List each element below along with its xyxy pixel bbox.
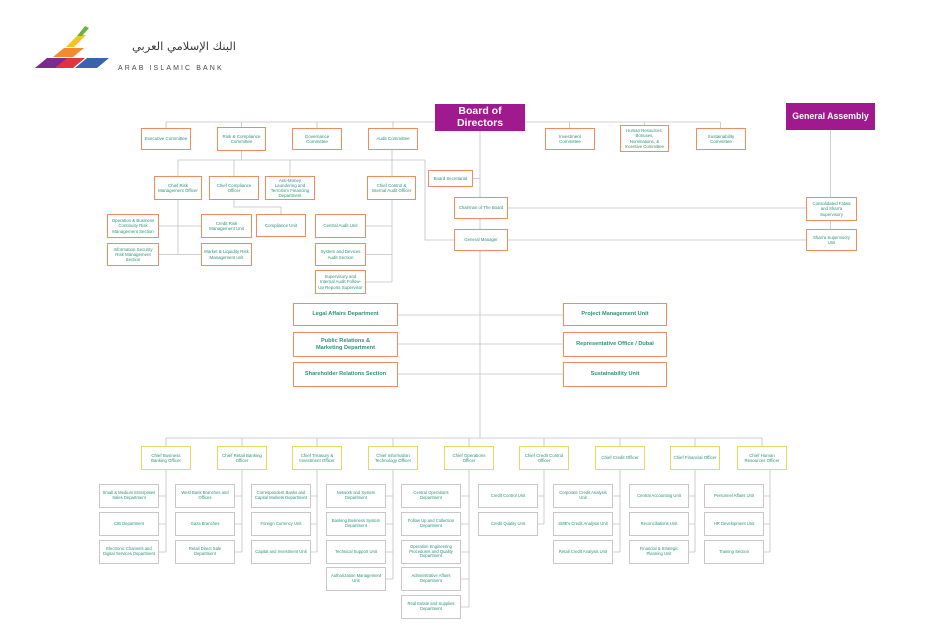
hr-connector (764, 470, 771, 553)
financial-unit: Reconciliations Unit (629, 512, 689, 536)
general-assembly: General Assembly (786, 103, 875, 130)
board-of-directors: Board of Directors (435, 104, 525, 131)
committee-governance: Governance Committee (292, 128, 342, 150)
committee-sustainability: Sustainability Committee (696, 128, 746, 150)
treasury-unit: Correspondent Banks and Capital Markets … (251, 484, 311, 508)
it-unit: Technical Support Unit (326, 540, 386, 564)
chiefs-connector (165, 437, 763, 446)
financial-unit: Financial & Strategic Planning Unit (629, 540, 689, 564)
bank-name-english: ARAB ISLAMIC BANK (118, 65, 224, 72)
it-connector (386, 470, 394, 580)
board-secretariat: Board Secretariat (428, 170, 473, 187)
operations-unit: Operation Engineering Procedures and Qua… (401, 540, 461, 564)
committee-executive: Executive Committee (141, 128, 191, 150)
credit-unit: Corporate Credit Analysis Unit (553, 484, 613, 508)
credit-control-unit: Credit Quality Unit (478, 512, 538, 536)
risk-unit: Information Security Risk Management Sec… (107, 243, 159, 266)
aml-department: Anti-Money Laundering and Terrorism Fina… (265, 176, 315, 200)
chief-retail-banking-officer: Chief Retail Banking Officer (217, 446, 267, 470)
financial-unit: Central Accounting Unit (629, 484, 689, 508)
chief-credit-officer: Chief Credit Officer (595, 446, 645, 470)
operations-unit: Follow Up and Collection Department (401, 512, 461, 536)
treasury-connector (311, 470, 318, 553)
chief-hr-officer: Chief Human Resources Officer (737, 446, 787, 470)
business-banking-unit: Electronic Channels and Digital Services… (99, 540, 159, 564)
committee-audit: Audit Committee (368, 128, 418, 150)
it-unit: Banking Business System Department (326, 512, 386, 536)
business-banking-connector (159, 470, 167, 553)
chief-it-officer: Chief Information Technology Officer (368, 446, 418, 470)
bank-name-arabic: البنك الإسلامي العربي (131, 39, 236, 53)
financial-connector (689, 470, 696, 553)
retail-banking-connector (235, 470, 243, 553)
treasury-unit: Foreign Currency Unit (251, 512, 311, 536)
hr-unit: Personnel Affairs Unit (704, 484, 764, 508)
retail-banking-unit: Retail Direct Sale Department (175, 540, 235, 564)
credit-unit: SME's Credit Analysis Unit (553, 512, 613, 536)
risk-unit: Credit Risk Management Unit (201, 214, 252, 238)
bank-logo-icon (35, 26, 109, 68)
sharia-supervisory-unit: Shari'a Supervisory Unit (806, 229, 857, 251)
it-unit: Authorization Management Unit (326, 567, 386, 591)
operations-connector (461, 470, 470, 608)
credit-control-unit: Credit Control Unit (478, 484, 538, 508)
treasury-unit: Capital and Investment Unit (251, 540, 311, 564)
gm-departments-connector (398, 314, 563, 375)
legal-affairs-department: Legal Affairs Department (293, 303, 398, 326)
chief-compliance-officer: Chief Compliance Officer (209, 176, 259, 200)
audit-connector (366, 150, 393, 283)
compliance-unit: Compliance Unit (256, 214, 306, 237)
chief-business-banking-officer: Chief Business Banking Officer (141, 446, 191, 470)
business-banking-unit: Small & Medium Enterprises Sales Departm… (99, 484, 159, 508)
it-unit: Network and System Department (326, 484, 386, 508)
committee-investment: Investment Committee (545, 128, 595, 150)
hr-unit: HR Development Unit (704, 512, 764, 536)
credit-control-connector (538, 470, 545, 525)
audit-unit: Supervisory and Internal Audit Follow-Up… (315, 270, 366, 294)
chief-operations-officer: Chief Operations Officer (444, 446, 494, 470)
risk-officer-connector (159, 200, 201, 255)
risk-compliance-connector (177, 151, 454, 241)
retail-banking-unit: Gaza Branches (175, 512, 235, 536)
operations-unit: Central Operations Department (401, 484, 461, 508)
chief-audit-officer: Chief Control & Internal Audit Officer (367, 176, 416, 200)
compliance-officer-connector (233, 200, 282, 214)
chief-financial-officer: Chief Financial Officer (670, 446, 720, 470)
committee-risk-compliance: Risk & Compliance Committee (217, 127, 266, 151)
public-relations-department: Public Relations & Marketing Department (293, 332, 398, 357)
risk-unit: Operation & Business Continuity Risk Man… (107, 214, 159, 238)
credit-unit: Retail Credit Analysis Unit (553, 540, 613, 564)
chief-risk-officer: Chief Risk Management Officer (154, 176, 202, 200)
operations-unit: Real Estate and Supplies Department (401, 595, 461, 619)
risk-unit: Market & Liquidity Risk Management unit (201, 243, 252, 266)
sharia-supervisory-board: Consolidated Fatwa and Shari'a Superviso… (806, 197, 857, 221)
bank-logo: البنك الإسلامي العربي ARAB ISLAMIC BANK (33, 24, 238, 74)
credit-connector (613, 470, 621, 553)
committee-hr: Human Resources, Bonuses, Nominations, &… (620, 125, 669, 152)
chief-treasury-officer: Chief Treasury & Investment Officer (292, 446, 342, 470)
shareholder-relations-section: Shareholder Relations Section (293, 362, 398, 387)
audit-unit: System and Devices Audit Section (315, 243, 366, 266)
retail-banking-unit: West Bank Branches and Offices (175, 484, 235, 508)
audit-unit: Central Audit Unit (315, 214, 366, 238)
sustainability-unit: Sustainability Unit (563, 362, 667, 387)
operations-unit: Administrative Affairs Department (401, 567, 461, 591)
hr-unit: Training Section (704, 540, 764, 564)
business-banking-unit: CIB Department (99, 512, 159, 536)
chairman-of-the-board: Chairman of The Board (454, 197, 508, 219)
chief-credit-control-officer: Chief Credit Control Officer (519, 446, 569, 470)
general-manager: General Manager (454, 229, 508, 251)
representative-office-dubai: Representative Office / Dubai (563, 332, 667, 357)
project-management-unit: Project Management Unit (563, 303, 667, 326)
